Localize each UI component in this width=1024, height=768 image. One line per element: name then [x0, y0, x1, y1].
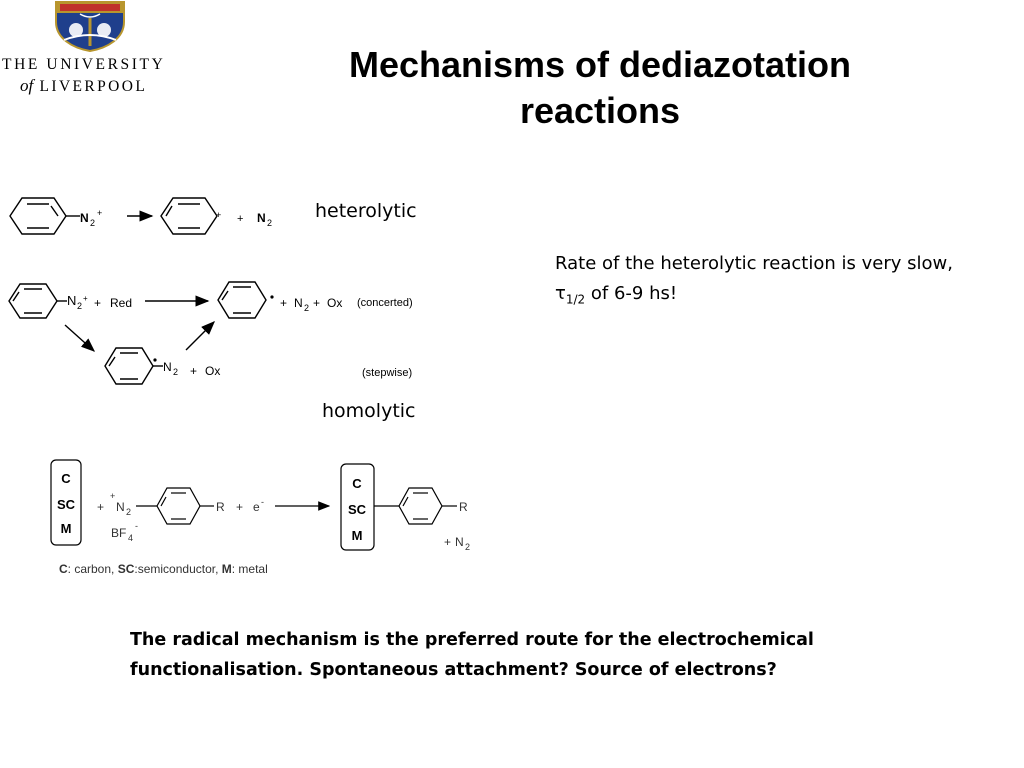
surface-grafting-scheme: C SC M C SC M + + N 2 BF 4 - R + e - R +… — [50, 459, 470, 576]
svg-text:-: - — [135, 521, 138, 531]
released-n2: N — [455, 535, 464, 549]
electrode-legend: C: carbon, SC:semiconductor, M: metal — [59, 562, 268, 576]
stepwise-arrow-down — [64, 324, 96, 352]
stepwise-arrow-up — [185, 321, 215, 351]
svg-text:2: 2 — [267, 218, 272, 228]
svg-text:R: R — [459, 500, 468, 514]
reducing-agent-label: Red — [110, 296, 132, 310]
box-right-m: M — [352, 528, 363, 543]
benzene-ring-het-product — [160, 197, 218, 235]
svg-text:4: 4 — [128, 533, 133, 543]
tau-subscript: 1/2 — [565, 292, 586, 307]
rate-text-part2: of 6-9 hs! — [590, 283, 678, 304]
svg-text:+: + — [97, 500, 104, 514]
svg-text:+: + — [97, 208, 102, 218]
electrode-box-right — [340, 463, 375, 551]
box-left-c: C — [61, 471, 71, 486]
svg-text:-: - — [261, 497, 264, 507]
heterolytic-label: heterolytic — [315, 200, 417, 222]
benzene-ring-hom-product — [217, 281, 267, 319]
stepwise-oxidant-label: Ox — [205, 364, 220, 378]
svg-text:N: N — [294, 296, 303, 310]
logo-text-of: of — [20, 76, 34, 95]
het-plus: + — [237, 213, 243, 225]
het-cation-charge: + — [216, 210, 221, 220]
homolytic-label: homolytic — [322, 400, 416, 422]
box-left-m: M — [61, 521, 72, 536]
svg-text:2: 2 — [173, 367, 178, 377]
slide-title: Mechanisms of dediazotation reactions — [348, 44, 852, 131]
box-left-sc: SC — [57, 497, 76, 512]
radical-mechanism-statement: The radical mechanism is the preferred r… — [130, 630, 814, 680]
het-n2-label: N — [80, 211, 89, 225]
svg-text:+: + — [280, 296, 287, 310]
university-crest-logo — [55, 1, 125, 52]
radical-dot-stepwise — [153, 358, 157, 362]
svg-text:2: 2 — [90, 218, 95, 228]
tetrafluoroborate-label: BF — [111, 526, 126, 540]
diazonium-n2: N — [116, 500, 125, 514]
box-right-c: C — [352, 476, 362, 491]
electron-label: e — [253, 500, 260, 514]
svg-text:2: 2 — [465, 542, 470, 552]
svg-text:+: + — [236, 500, 243, 514]
benzene-ring-stepwise — [104, 347, 154, 385]
logo-text-liverpool-word: LIVERPOOL — [39, 78, 148, 95]
svg-text:2: 2 — [77, 301, 82, 311]
radical-dot-concerted — [270, 295, 274, 299]
rate-statement: Rate of the heterolytic reaction is very… — [555, 249, 975, 315]
svg-text:N: N — [163, 360, 172, 374]
svg-text:2: 2 — [126, 507, 131, 517]
electrode-box-left — [50, 459, 82, 546]
svg-text:+: + — [83, 294, 88, 303]
oxidant-label: Ox — [327, 296, 342, 310]
svg-text:+: + — [110, 491, 115, 501]
svg-text:2: 2 — [304, 303, 309, 313]
svg-text:R: R — [216, 500, 225, 514]
box-right-sc: SC — [348, 502, 367, 517]
svg-text:+: + — [444, 535, 451, 549]
concerted-label: (concerted) — [357, 297, 413, 309]
logo-text-liverpool: of LIVERPOOL — [20, 76, 147, 96]
benzene-ring-hom-reactant — [8, 283, 58, 319]
benzene-ring-het-reactant — [9, 197, 67, 235]
svg-text:+: + — [190, 364, 197, 378]
tau-symbol: τ — [555, 283, 566, 304]
logo-text-university: THE UNIVERSITY — [2, 56, 166, 73]
svg-text:+: + — [94, 296, 101, 310]
rate-text-part1: Rate of the heterolytic reaction is very… — [555, 253, 953, 274]
hom-n2-label: N — [67, 293, 76, 308]
het-n2-product: N — [257, 211, 266, 225]
svg-text:+: + — [313, 296, 320, 310]
dediazotation-scheme: N 2 + + + N 2 N 2 + + Red + N 2 + Ox (co… — [8, 197, 413, 385]
stepwise-label: (stepwise) — [362, 367, 412, 379]
